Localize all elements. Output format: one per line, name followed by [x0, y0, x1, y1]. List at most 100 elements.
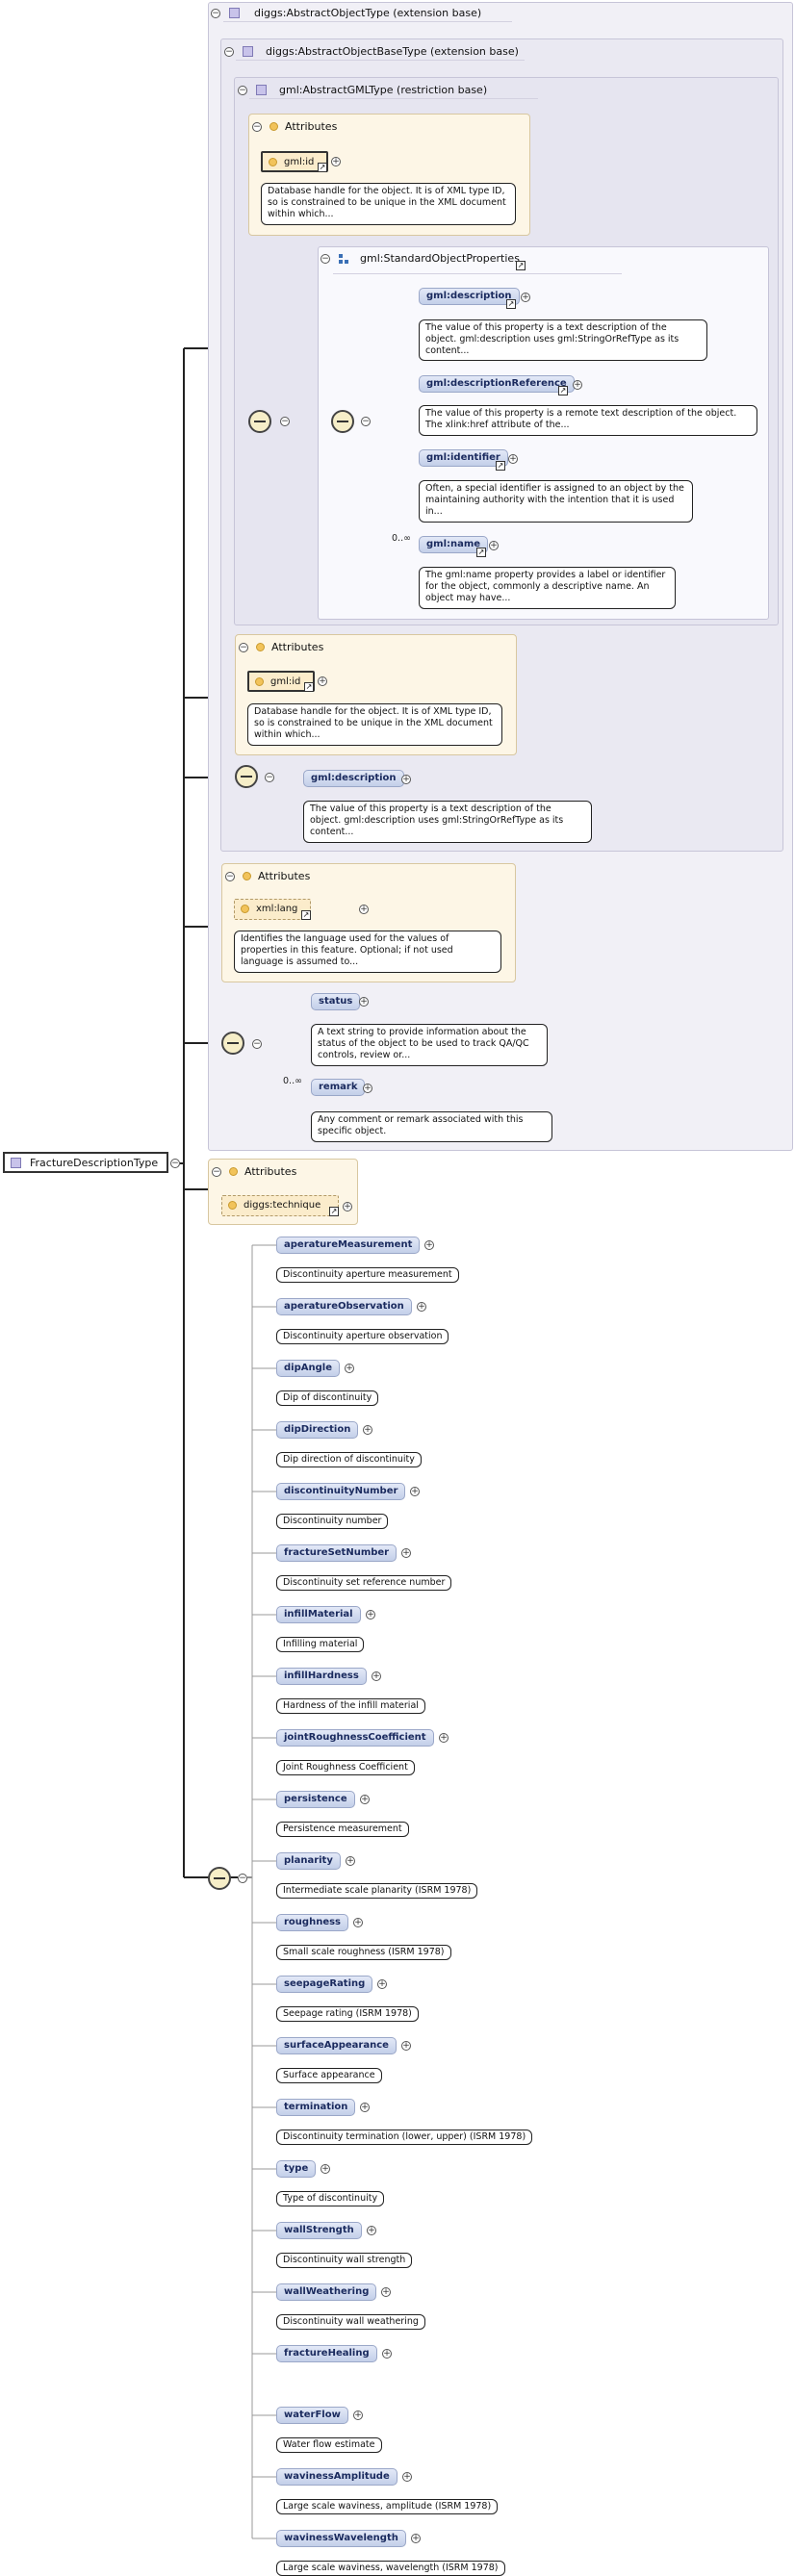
base-attributes-title: Attributes	[271, 641, 324, 653]
expand-roughness-icon[interactable]: +	[353, 1918, 363, 1927]
collapse-root-toggle[interactable]: −	[170, 1159, 180, 1168]
expand-infillMaterial-icon[interactable]: +	[366, 1610, 375, 1620]
element-waterFlow[interactable]: waterFlow	[276, 2407, 348, 2424]
expand-surfaceAppearance-icon[interactable]: +	[401, 2041, 411, 2051]
gml-description-element[interactable]: gml:description	[419, 288, 520, 305]
fracture-description-type-root[interactable]: FractureDescriptionType	[3, 1152, 168, 1173]
element-type[interactable]: type	[276, 2160, 317, 2178]
gml-name-element[interactable]: gml:name	[419, 536, 489, 553]
remark-element[interactable]: remark	[311, 1079, 366, 1096]
expand-aperatureMeasurement-icon[interactable]: +	[424, 1240, 434, 1250]
collapse-choice-toggle[interactable]: −	[361, 417, 371, 426]
expand-type-icon[interactable]: +	[321, 2164, 330, 2174]
expand-termination-icon[interactable]: +	[360, 2103, 370, 2112]
element-wavinessWavelength[interactable]: wavinessWavelength	[276, 2530, 406, 2547]
collapse-technique-attributes-toggle[interactable]: −	[212, 1167, 221, 1177]
xml-lang-attribute[interactable]: xml:lang	[234, 899, 311, 920]
technique-attributes-title: Attributes	[244, 1165, 297, 1178]
expand-infillHardness-icon[interactable]: +	[372, 1671, 381, 1681]
wavinessWavelength-doc: Large scale waviness, wavelength (ISRM 1…	[276, 2561, 505, 2576]
element-wavinessAmplitude[interactable]: wavinessAmplitude	[276, 2468, 398, 2486]
infillHardness-doc: Hardness of the infill material	[276, 1698, 425, 1714]
expand-persistence-icon[interactable]: +	[360, 1795, 370, 1804]
expand-gml-name-icon[interactable]: +	[489, 541, 499, 550]
element-jointRoughnessCoefficient[interactable]: jointRoughnessCoefficient	[276, 1729, 434, 1747]
expand-wavinessAmplitude-icon[interactable]: +	[402, 2472, 412, 2482]
gml-id-attribute[interactable]: gml:id	[261, 151, 328, 172]
xml-lang-label: xml:lang	[256, 904, 298, 914]
expand-gml-identifier-icon[interactable]: +	[508, 454, 518, 464]
collapse-base-sequence-toggle[interactable]: −	[265, 773, 274, 782]
expand-jointRoughnessCoefficient-icon[interactable]: +	[439, 1733, 449, 1743]
dipDirection-doc: Dip direction of discontinuity	[276, 1452, 422, 1467]
expand-seepageRating-icon[interactable]: +	[377, 1979, 387, 1989]
gml-identifier-element[interactable]: gml:identifier	[419, 449, 508, 467]
element-aperatureObservation[interactable]: aperatureObservation	[276, 1298, 412, 1315]
element-dipAngle[interactable]: dipAngle	[276, 1360, 340, 1377]
expand-status-icon[interactable]: +	[359, 997, 369, 1007]
fractureSetNumber-doc: Discontinuity set reference number	[276, 1575, 452, 1591]
collapse-abstract-object-base-toggle[interactable]: −	[224, 47, 234, 57]
reference-arrow-icon: ↗	[318, 163, 327, 172]
expand-discontinuityNumber-icon[interactable]: +	[410, 1487, 420, 1496]
element-persistence[interactable]: persistence	[276, 1791, 355, 1808]
element-infillHardness[interactable]: infillHardness	[276, 1668, 367, 1685]
element-infillMaterial[interactable]: infillMaterial	[276, 1606, 361, 1623]
element-fractureHealing[interactable]: fractureHealing	[276, 2345, 377, 2362]
expand-aperatureObservation-icon[interactable]: +	[417, 1302, 426, 1312]
element-aperatureMeasurement[interactable]: aperatureMeasurement	[276, 1237, 421, 1254]
expand-remark-icon[interactable]: +	[363, 1084, 372, 1093]
expand-dipDirection-icon[interactable]: +	[363, 1425, 372, 1435]
element-wallStrength[interactable]: wallStrength	[276, 2222, 362, 2239]
expand-xml-lang-icon[interactable]: +	[359, 905, 369, 914]
expand-gml-description-reference-icon[interactable]: +	[573, 380, 582, 390]
base-gml-description-element[interactable]: gml:description	[303, 770, 404, 787]
seepageRating-doc: Seepage rating (ISRM 1978)	[276, 2006, 419, 2022]
expand-diggs-technique-icon[interactable]: +	[343, 1202, 352, 1211]
collapse-abstract-object-toggle[interactable]: −	[211, 9, 220, 18]
expand-dipAngle-icon[interactable]: +	[345, 1364, 354, 1373]
element-fractureSetNumber[interactable]: fractureSetNumber	[276, 1544, 398, 1562]
aperatureObservation-doc: Discontinuity aperture observation	[276, 1329, 449, 1344]
collapse-abstract-gml-toggle[interactable]: −	[238, 86, 247, 95]
collapse-elements-sequence-toggle[interactable]: −	[238, 1874, 247, 1883]
complex-type-icon	[229, 8, 240, 18]
expand-base-gml-description-icon[interactable]: +	[401, 775, 411, 784]
diggs-technique-attribute[interactable]: diggs:technique	[221, 1195, 339, 1216]
base-gml-id-doc: Database handle for the object. It is of…	[247, 703, 502, 746]
expand-base-gml-id-icon[interactable]: +	[318, 676, 327, 686]
expand-waterFlow-icon[interactable]: +	[353, 2410, 363, 2420]
element-roughness[interactable]: roughness	[276, 1914, 349, 1931]
collapse-sequence-toggle[interactable]: −	[280, 417, 290, 426]
collapse-gml-attributes-toggle[interactable]: −	[252, 122, 262, 132]
element-termination[interactable]: termination	[276, 2099, 356, 2116]
expand-wallWeathering-icon[interactable]: +	[381, 2287, 391, 2297]
element-seepageRating[interactable]: seepageRating	[276, 1976, 373, 1993]
persistence-doc: Persistence measurement	[276, 1822, 409, 1837]
element-dipDirection[interactable]: dipDirection	[276, 1421, 359, 1439]
dipAngle-doc: Dip of discontinuity	[276, 1390, 379, 1406]
element-planarity[interactable]: planarity	[276, 1852, 341, 1870]
collapse-object-sequence-toggle[interactable]: −	[252, 1039, 262, 1049]
expand-gml-id-icon[interactable]: +	[331, 157, 341, 166]
infillMaterial-doc: Infilling material	[276, 1637, 365, 1652]
element-wallWeathering[interactable]: wallWeathering	[276, 2283, 377, 2301]
expand-fractureSetNumber-icon[interactable]: +	[401, 1548, 411, 1558]
sequence-compositor-icon	[235, 765, 258, 788]
status-element[interactable]: status	[311, 993, 361, 1010]
sequence-compositor-icon	[221, 1032, 244, 1055]
abstract-object-type-title: diggs:AbstractObjectType (extension base…	[254, 7, 482, 19]
collapse-lang-attributes-toggle[interactable]: −	[225, 872, 235, 881]
expand-planarity-icon[interactable]: +	[346, 1856, 355, 1866]
element-surfaceAppearance[interactable]: surfaceAppearance	[276, 2037, 397, 2054]
expand-fractureHealing-icon[interactable]: +	[382, 2349, 392, 2359]
complex-type-icon	[243, 46, 253, 57]
collapse-standard-object-properties-toggle[interactable]: −	[321, 254, 330, 264]
gml-description-reference-element[interactable]: gml:descriptionReference	[419, 375, 575, 393]
expand-wavinessWavelength-icon[interactable]: +	[411, 2534, 421, 2543]
collapse-base-attributes-toggle[interactable]: −	[239, 643, 248, 652]
base-gml-id-attribute[interactable]: gml:id	[247, 671, 315, 692]
element-discontinuityNumber[interactable]: discontinuityNumber	[276, 1483, 406, 1500]
expand-wallStrength-icon[interactable]: +	[367, 2226, 376, 2235]
expand-gml-description-icon[interactable]: +	[521, 293, 530, 302]
